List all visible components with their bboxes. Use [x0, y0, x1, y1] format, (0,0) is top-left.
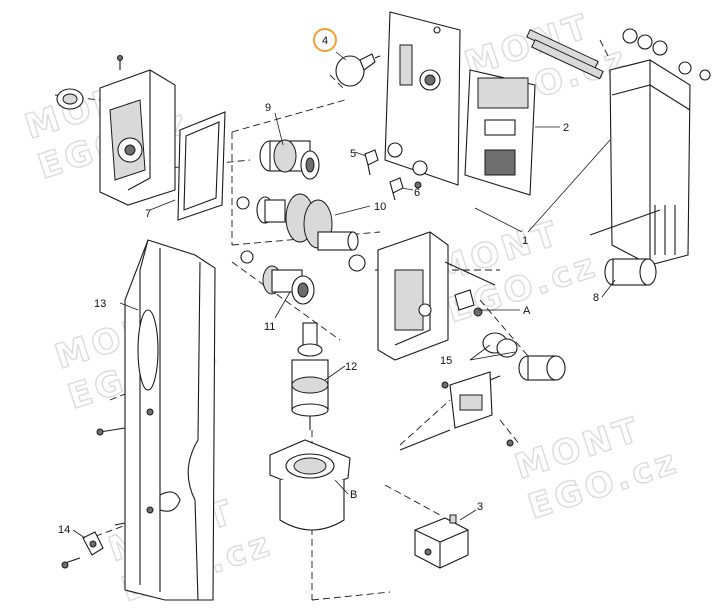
label-7: 7 [145, 208, 151, 220]
label-15: 15 [440, 355, 452, 367]
highlight-ring [313, 28, 337, 52]
part-2-control-board [384, 11, 536, 196]
part-8-capacitor [604, 258, 657, 286]
label-8: 8 [593, 292, 599, 304]
label-12: 12 [345, 361, 357, 373]
part-15-switch-assembly [399, 332, 566, 451]
part-13-front-cover [96, 239, 216, 601]
label-14: 14 [58, 524, 70, 536]
part-b-motor-stator [269, 439, 351, 531]
gear-housing-block [377, 231, 496, 361]
label-9: 9 [265, 102, 271, 114]
part-9-gear [259, 139, 320, 180]
parts-5-6-screws [364, 149, 422, 201]
part-1-chassis-frame [526, 28, 711, 266]
label-10: 10 [374, 201, 386, 213]
part-14-lock [61, 531, 104, 569]
part-4-bulb [335, 53, 381, 87]
label-13: 13 [94, 298, 106, 310]
label-3: 3 [477, 501, 483, 513]
label-2: 2 [563, 122, 569, 134]
leader-lines [72, 51, 616, 539]
label-b: B [350, 489, 357, 501]
part-12-motor-rotor [291, 322, 329, 430]
part-7-gearbox-housing [56, 55, 254, 264]
label-11: 11 [264, 321, 275, 333]
part-11-small-gear [262, 265, 315, 305]
part-10-gear-shaft [256, 193, 366, 272]
part-labels: 4 2 1 3 5 6 7 8 9 10 11 12 13 14 15 A B [58, 28, 599, 536]
label-4: 4 [322, 35, 328, 47]
part-3-transformer [414, 514, 469, 569]
label-1: 1 [522, 235, 528, 247]
label-6: 6 [414, 187, 420, 199]
label-5: 5 [350, 148, 356, 160]
label-a: A [523, 305, 531, 317]
